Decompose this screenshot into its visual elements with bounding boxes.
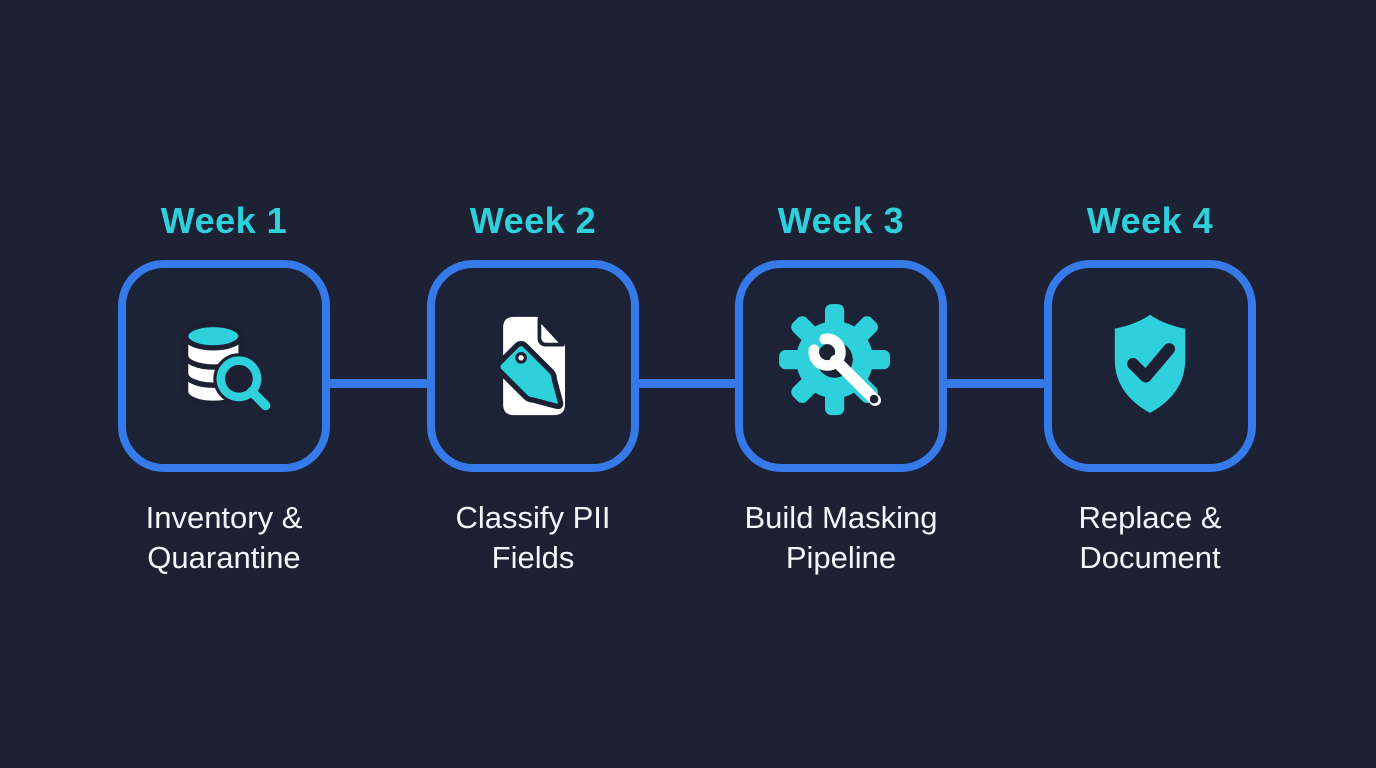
timeline-step-week1: Week 1 Inventory & Quarantine (84, 200, 364, 578)
step-label-line2: Pipeline (785, 540, 897, 575)
step-label-line1: Classify PII (455, 500, 611, 535)
step-label-line1: Build Masking (744, 500, 938, 535)
timeline-step-week3: Week 3 Build Masking Pipeline (701, 200, 981, 578)
step-label-line2: Document (1079, 540, 1221, 575)
step-box (1044, 260, 1256, 472)
database-search-icon (182, 321, 275, 415)
connector-line (637, 379, 737, 388)
step-label-line2: Fields (491, 540, 575, 575)
step-box (735, 260, 947, 472)
week-header: Week 1 (160, 200, 288, 241)
shield-check-icon (1114, 314, 1186, 413)
step-label-line2: Quarantine (147, 540, 301, 575)
document-tag-icon (495, 316, 565, 416)
step-label-line1: Replace & (1078, 500, 1222, 535)
timeline-step-week2: Week 2 Classify PII Fields (393, 200, 673, 578)
gear-wrench-icon (779, 304, 891, 416)
connector-line (328, 379, 429, 388)
step-label: Replace & Document (1010, 498, 1290, 578)
timeline-step-week4: Week 4 Replace & Document (1010, 200, 1290, 578)
week-header: Week 2 (469, 200, 597, 241)
week-header: Week 4 (1086, 200, 1214, 241)
week-header: Week 3 (777, 200, 905, 241)
step-label: Build Masking Pipeline (701, 498, 981, 578)
step-box (118, 260, 330, 472)
step-label: Inventory & Quarantine (84, 498, 364, 578)
step-label-line1: Inventory & (145, 500, 303, 535)
step-label: Classify PII Fields (393, 498, 673, 578)
step-box (427, 260, 639, 472)
connector-line (945, 379, 1046, 388)
